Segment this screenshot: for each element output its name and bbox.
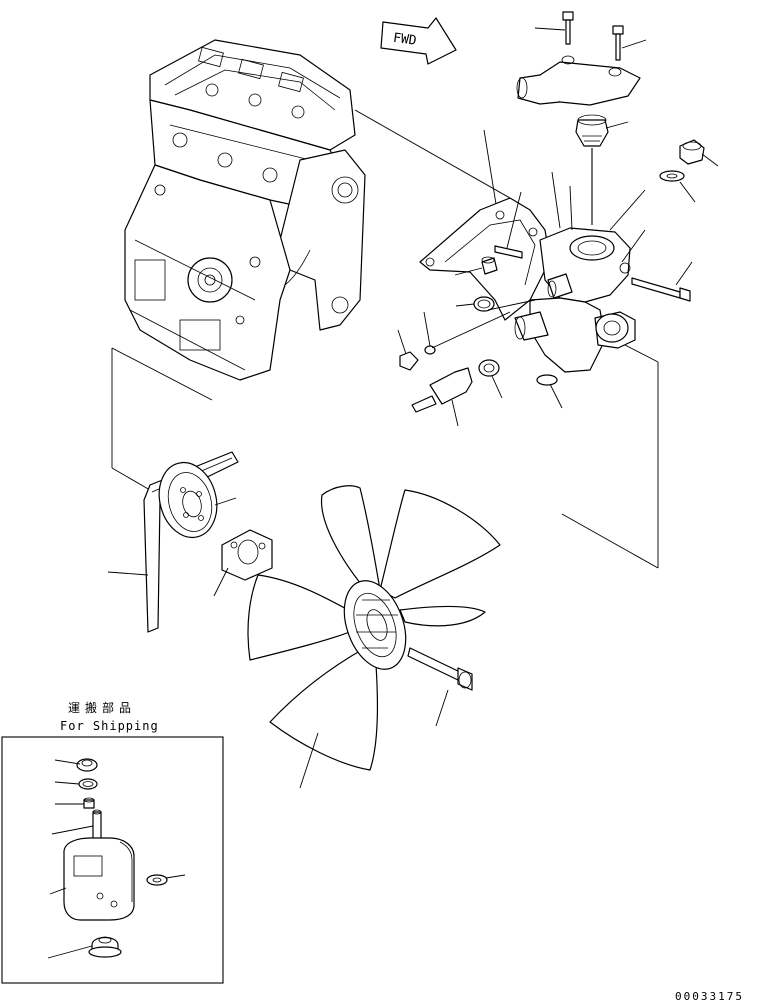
reference-lines bbox=[111, 109, 659, 569]
cooling-fan bbox=[247, 485, 501, 789]
water-pump-group bbox=[397, 129, 693, 427]
thermostat-housing-group bbox=[516, 11, 719, 225]
shipping-title-jp: 運搬部品 bbox=[68, 700, 136, 715]
shipping-title-en: For Shipping bbox=[60, 719, 159, 733]
drawing-code: 00033175 bbox=[675, 990, 744, 1003]
fwd-arrow-label: FWD bbox=[392, 31, 418, 49]
shipping-frame bbox=[1, 736, 224, 984]
fan-belt-pulley bbox=[107, 451, 273, 633]
engine-block bbox=[124, 39, 366, 381]
fwd-arrow: FWD bbox=[380, 17, 457, 65]
shipping-parts-box: 運搬部品 For Shipping bbox=[1, 700, 224, 984]
